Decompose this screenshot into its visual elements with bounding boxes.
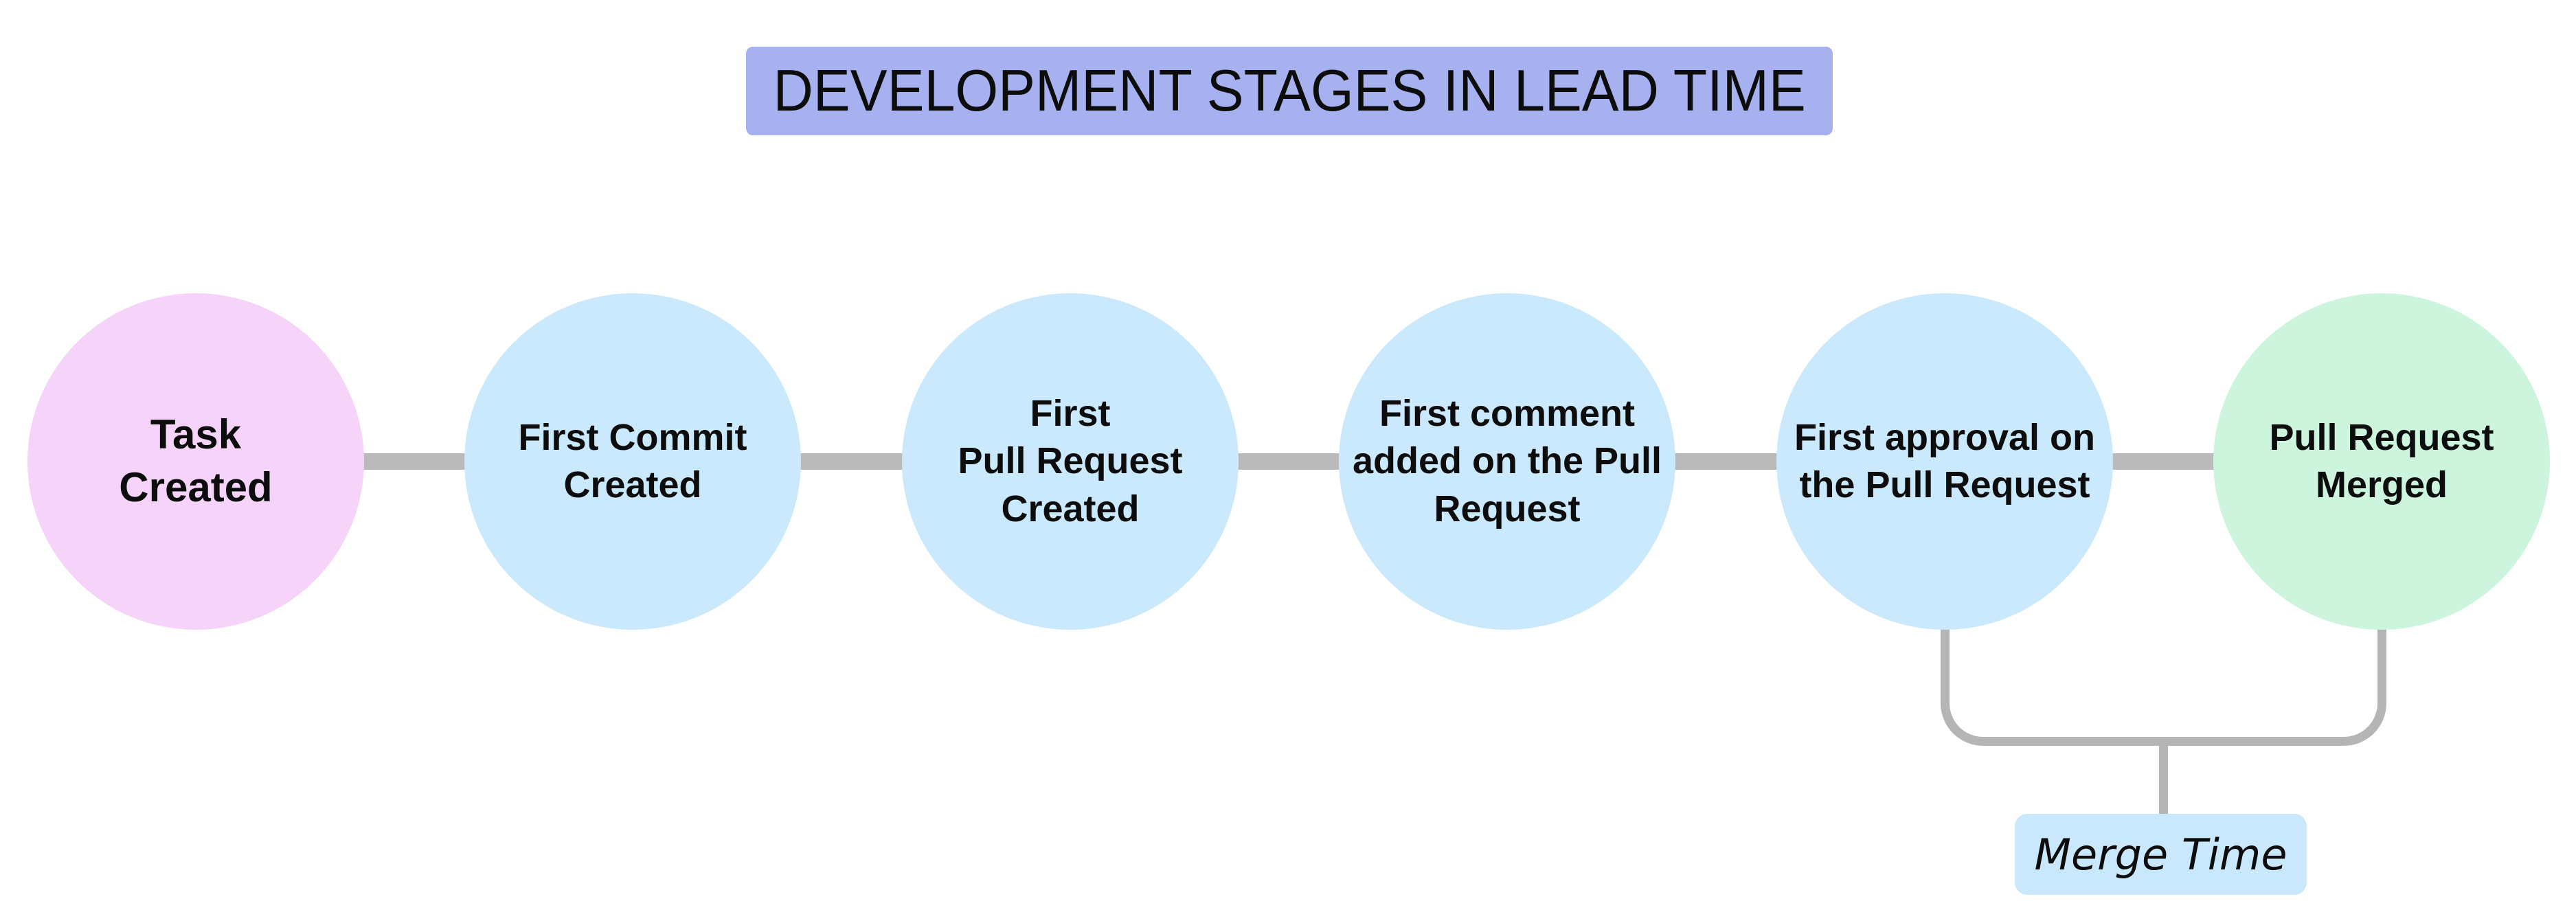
stage-label: Task Created — [119, 411, 273, 510]
merge-time-label: Merge Time — [2034, 829, 2287, 880]
stage-label: First approval on the Pull Request — [1794, 416, 2096, 505]
diagram-title-banner: DEVELOPMENT STAGES IN LEAD TIME — [746, 47, 1833, 135]
merge-time-bracket-stem — [2159, 742, 2168, 817]
diagram-title: DEVELOPMENT STAGES IN LEAD TIME — [773, 58, 1806, 124]
stage-circle-task-created: Task Created — [27, 293, 364, 630]
stage-label: First Pull Request Created — [958, 393, 1183, 529]
stage-circle-first-pull-request-created: First Pull Request Created — [902, 293, 1239, 630]
stage-circle-first-commit-created: First Commit Created — [464, 293, 801, 630]
stage-circle-pull-request-merged: Pull Request Merged — [2213, 293, 2550, 630]
merge-time-annotation: Merge Time — [2015, 814, 2307, 895]
stage-label: Pull Request Merged — [2269, 416, 2494, 505]
stage-label: First Commit Created — [518, 416, 747, 505]
stage-circle-first-comment-added: First comment added on the Pull Request — [1339, 293, 1675, 630]
stage-circle-first-approval: First approval on the Pull Request — [1776, 293, 2113, 630]
merge-time-bracket — [1941, 627, 2386, 746]
stage-label: First comment added on the Pull Request — [1352, 393, 1662, 529]
